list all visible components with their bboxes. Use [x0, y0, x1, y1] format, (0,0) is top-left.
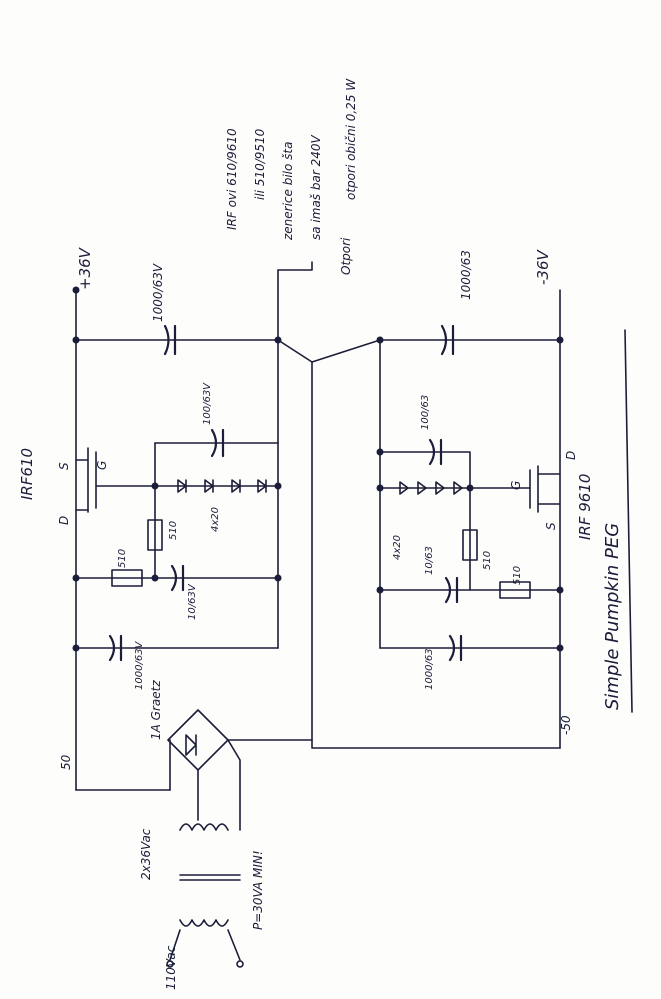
- title-underline: [624, 329, 633, 713]
- label-c-neg2: 100/63: [420, 395, 431, 430]
- note-line-1: IRF ovi 610/9610: [225, 128, 239, 230]
- label-c-neg: 1000/63: [459, 250, 473, 300]
- bridge-rectifier: [167, 709, 229, 771]
- trafo-pri-leads: [169, 929, 241, 961]
- note-line-4: sa imaš bar 240V: [309, 135, 323, 240]
- trafo-primary-coil: [179, 919, 229, 927]
- pos-cap-1000b: [108, 634, 123, 662]
- label-trafo-pri: 110Vac: [164, 945, 178, 990]
- trafo-core: [179, 874, 241, 881]
- neg-zener-4: [453, 481, 463, 495]
- mains-terminal-2: [236, 960, 244, 968]
- pos-resistor-horizontal: [111, 569, 143, 587]
- pos-cap-1000: [163, 324, 177, 356]
- neg-cap-1000: [440, 324, 455, 356]
- bridge-diode-symbol: [185, 734, 197, 756]
- label-c-pos4: 1000/63V: [134, 640, 145, 690]
- label-c-pos3: 10/63V: [187, 583, 198, 620]
- label-neg-bottom: -50: [559, 715, 573, 735]
- label-trafo-power: P=30VA MIN!: [251, 850, 265, 930]
- label-r2: 510: [117, 549, 128, 568]
- neg-zener-1: [399, 481, 409, 495]
- bridge-wiring: [169, 739, 561, 791]
- label-q2: IRF 9610: [576, 474, 594, 540]
- output-cross: [277, 339, 313, 741]
- neg-cap100-wire: [379, 451, 471, 591]
- label-c-neg4: 1000/63: [424, 648, 435, 690]
- label-z-pos: 4x20: [210, 507, 221, 532]
- label-c-pos2: 100/63V: [202, 382, 213, 425]
- label-r1: 510: [168, 521, 179, 540]
- neg-zener-3: [435, 481, 445, 495]
- label-r3: 510: [482, 551, 493, 570]
- label-c-neg3: 10/63: [424, 546, 435, 575]
- mains-terminal-1: [166, 960, 174, 968]
- output-stub: [277, 261, 313, 271]
- label-q1-d: D: [57, 516, 71, 525]
- pos-cap-100: [210, 428, 225, 458]
- label-pos-rail: +36V: [76, 246, 94, 290]
- note-line-5: otpori obični 0,25 W: [344, 78, 358, 200]
- note-line-3: zenerice bilo šta: [281, 142, 295, 241]
- label-pos-bottom: 50: [59, 754, 73, 770]
- neg-resistor-vertical: [462, 529, 478, 561]
- label-q1: IRF610: [18, 448, 36, 500]
- label-c-pos: 1000/63V: [151, 263, 165, 322]
- q1-mosfet: [75, 447, 156, 513]
- label-q2-g: G: [509, 481, 523, 490]
- neg-cap-100: [428, 438, 443, 466]
- label-q1-g: G: [95, 461, 109, 470]
- label-neg-rail: -36V: [534, 249, 552, 285]
- note-header: Otpori: [339, 237, 353, 275]
- zener-3: [231, 479, 241, 493]
- trafo-sec-leads: [197, 739, 241, 831]
- neg-zener-2: [417, 481, 427, 495]
- neg-cap-10: [444, 576, 459, 604]
- label-z-neg: 4x20: [392, 535, 403, 560]
- neg-resistor-horizontal: [499, 581, 531, 599]
- label-r4: 510: [512, 566, 523, 585]
- pos-cap-10: [170, 564, 185, 592]
- label-bridge: 1A Graetz: [149, 680, 163, 740]
- label-q1-s: S: [57, 462, 71, 470]
- label-q2-s: S: [544, 522, 558, 530]
- note-line-2: ili 510/9510: [253, 128, 267, 200]
- right-link: [311, 339, 381, 363]
- q2-mosfet: [529, 465, 561, 513]
- label-trafo-sec: 2x36Vac: [139, 828, 153, 880]
- neg-cap-1000b: [448, 634, 463, 662]
- zener-4: [257, 479, 267, 493]
- zener-2: [204, 479, 214, 493]
- label-q2-d: D: [564, 451, 578, 460]
- trafo-secondary-coil: [179, 823, 229, 831]
- pos-resistor-vertical: [147, 519, 163, 551]
- schematic-title: Simple Pumpkin PEG: [602, 523, 623, 710]
- zener-1: [177, 479, 187, 493]
